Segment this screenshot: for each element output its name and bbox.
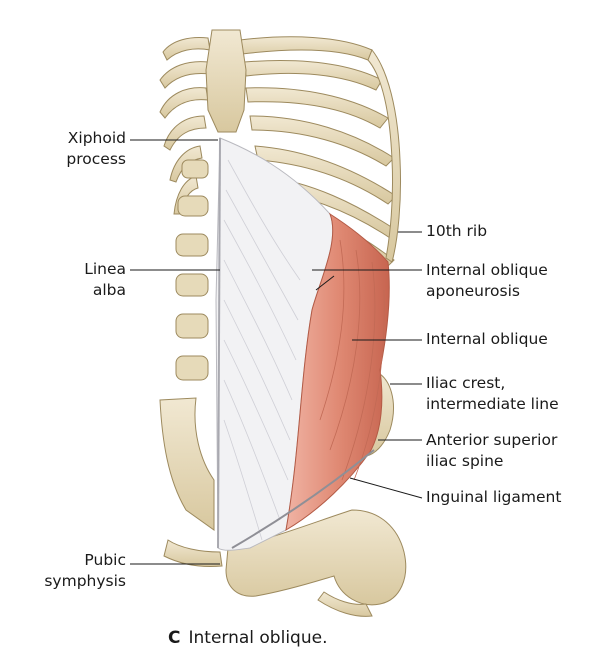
sternum xyxy=(205,29,247,133)
label-line: intermediate line xyxy=(426,395,559,413)
label-iliac-crest: Iliac crest, intermediate line xyxy=(426,373,559,415)
label-line: Inguinal ligament xyxy=(426,488,562,506)
label-linea-alba: Linea alba xyxy=(40,259,126,301)
caption-letter: C xyxy=(168,628,181,648)
caption-text: Internal oblique. xyxy=(188,628,328,648)
vertebral-column xyxy=(175,159,209,381)
label-inguinal-ligament: Inguinal ligament xyxy=(426,487,561,508)
label-line: Xiphoid xyxy=(67,129,126,147)
label-pubic-symphysis: Pubic symphysis xyxy=(20,550,126,592)
label-line: process xyxy=(66,150,126,168)
label-line: aponeurosis xyxy=(426,282,520,300)
label-line: Pubic xyxy=(84,551,126,569)
label-line: iliac spine xyxy=(426,452,504,470)
label-line: Internal oblique xyxy=(426,261,548,279)
figure-caption: C Internal oblique. xyxy=(168,628,327,648)
label-10th-rib: 10th rib xyxy=(426,221,487,242)
muscle-fibres xyxy=(319,239,385,481)
label-internal-oblique-aponeurosis: Internal oblique aponeurosis xyxy=(426,260,548,302)
internal-oblique-muscle xyxy=(285,212,390,531)
label-line: Anterior superior xyxy=(426,431,558,449)
inguinal-ligament xyxy=(231,449,375,549)
aponeurosis-fibres xyxy=(223,159,301,541)
leader-lines xyxy=(130,139,423,565)
label-xiphoid-process: Xiphoid process xyxy=(40,128,126,170)
label-line: Iliac crest, xyxy=(426,374,506,392)
label-line: 10th rib xyxy=(426,222,488,240)
label-line: alba xyxy=(92,281,126,299)
label-line: symphysis xyxy=(44,572,126,590)
label-anterior-superior-iliac-spine: Anterior superior iliac spine xyxy=(426,430,557,472)
label-line: Internal oblique xyxy=(426,330,548,348)
label-line: Linea xyxy=(84,260,126,278)
linea-alba xyxy=(217,137,221,549)
label-internal-oblique: Internal oblique xyxy=(426,329,548,350)
pelvis xyxy=(159,369,407,617)
